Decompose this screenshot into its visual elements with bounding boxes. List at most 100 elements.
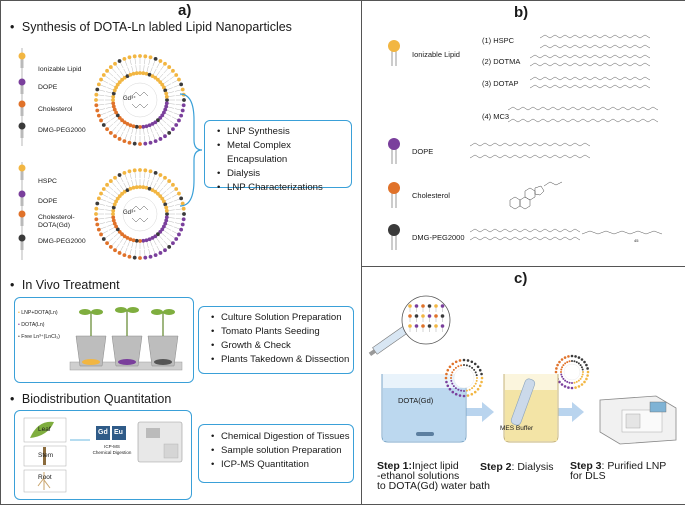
- lipid-head: [408, 324, 412, 328]
- ionizable-lipid-label: Ionizable Lipid: [412, 50, 460, 59]
- biodist-steps-box: Chemical Digestion of Tissues Sample sol…: [198, 424, 354, 483]
- synthesis-step: LNP Synthesis: [217, 125, 351, 139]
- lipid-head: [434, 304, 438, 308]
- cholesterol-dota-lipid-icon: [18, 210, 26, 226]
- np2-legend-hspc: HSPC: [38, 178, 57, 185]
- dope-label: DOPE: [412, 147, 434, 156]
- bracket-connector: [180, 93, 202, 207]
- step1-caption: Step 1:Inject lipid -ethanol solutions t…: [377, 460, 491, 492]
- beaker1-label: DOTA(Gd): [398, 396, 434, 405]
- icpms-caption-line: Chemical Digestion: [92, 450, 132, 455]
- invivo-steps-box: Culture Solution Preparation Tomato Plan…: [198, 306, 354, 374]
- lipid-head: [434, 314, 438, 318]
- biodist-step: ICP-MS Quantitation: [211, 458, 353, 472]
- lipid-head: [414, 304, 419, 308]
- invivo-step: Culture Solution Preparation: [211, 311, 353, 325]
- peg-label: DMG-PEG2000: [412, 233, 465, 242]
- synthesis-step: LNP Characterizations: [217, 181, 351, 195]
- ionizable-option-hspc: (1) HSPC: [482, 36, 515, 45]
- lnp-process-illustration: [368, 295, 677, 445]
- bullet: •: [10, 278, 15, 292]
- section-biodist-title: • Biodistribution Quantitation: [10, 392, 171, 406]
- lipid-head: [440, 314, 445, 318]
- lipid-head: [421, 314, 425, 318]
- dope-lipid-icon: [18, 78, 26, 94]
- biodist-step: Chemical Digestion of Tissues: [211, 430, 353, 444]
- plant-pots-illustration: [69, 307, 183, 371]
- lipid-head: [427, 314, 432, 318]
- step1-text: Inject lipid -ethanol solutions to DOTA(…: [377, 460, 491, 492]
- lipid-bilayer-ring: [94, 168, 186, 260]
- section-title: Biodistribution Quantitation: [21, 392, 172, 406]
- lipid-head: [408, 314, 412, 318]
- panel-a-label: a): [178, 2, 192, 19]
- hspc-lipid-icon: [18, 164, 26, 180]
- cholesterol-lipid-icon: [18, 100, 26, 116]
- element-tile-eu: Eu: [114, 429, 123, 436]
- dope-lipid-icon: [388, 138, 400, 164]
- panel-b-label: b): [514, 4, 529, 21]
- ionizable-option-dotap: (3) DOTAP: [482, 79, 519, 88]
- section-title: Synthesis of DOTA-Ln labled Lipid Nanopa…: [21, 20, 292, 34]
- nanoparticle-2: [18, 162, 186, 260]
- treatment-legend-item: LNP+DOTA(Ln): [21, 310, 58, 316]
- treatment-legend-item: DOTA(Ln): [21, 322, 45, 328]
- ionizable-lipid-icon: [18, 52, 26, 68]
- dope-lipid-icon: [18, 190, 26, 206]
- synthesis-step: Dialysis: [217, 167, 351, 181]
- lipid-head: [427, 304, 432, 308]
- treatment-legend-item: Free Ln³⁺(LnCl₃): [21, 334, 60, 340]
- nanoparticle-1: [18, 48, 186, 146]
- icpms-caption-line: ICP-MS: [104, 444, 120, 449]
- np2-legend-chol-dota: Cholesterol- DOTA(Gd): [38, 214, 75, 229]
- lipid-head: [408, 304, 412, 308]
- panel-c-label: c): [514, 270, 528, 287]
- treatment-legend: • LNP+DOTA(Ln) • DOTA(Ln) • Free Ln³⁺(Ln…: [18, 310, 60, 340]
- synthesis-steps-box: LNP Synthesis Metal Complex Encapsulatio…: [204, 120, 352, 195]
- section-synthesis-title: • Synthesis of DOTA-Ln labled Lipid Nano…: [10, 20, 292, 34]
- np2-center-label: Gd³⁺: [123, 210, 137, 216]
- cholesterol-label: Cholesterol: [412, 191, 450, 200]
- np1-legend-cholesterol: Cholesterol: [38, 106, 73, 113]
- step1-bold: Step 1:: [377, 460, 413, 472]
- np2-legend-peg: DMG-PEG2000: [38, 238, 86, 245]
- step3-text: : Purified LNP for DLS: [570, 460, 667, 482]
- np2-legend-dope: DOPE: [38, 198, 58, 205]
- lipid-head: [434, 324, 438, 328]
- step2-bold: Step 2: [480, 461, 512, 473]
- beaker2-label: MES Buffer: [500, 425, 534, 432]
- chemical-structures: [470, 34, 663, 241]
- synthesis-step: Metal Complex Encapsulation: [217, 139, 351, 167]
- ionizable-option-dotma: (2) DOTMA: [482, 57, 521, 66]
- invivo-step: Plants Takedown & Dissection: [211, 353, 353, 367]
- peg-subscript: 45: [634, 238, 639, 243]
- bullet: •: [10, 392, 15, 406]
- tissue-label-root: Root: [38, 474, 52, 481]
- invivo-step: Tomato Plants Seeding: [211, 325, 353, 339]
- tissue-label-stem: Stem: [38, 452, 54, 459]
- lipid-head: [421, 324, 425, 328]
- step2-text: : Dialysis: [511, 461, 554, 473]
- tissue-icpms-illustration: [23, 417, 183, 493]
- np1-legend-dope: DOPE: [38, 84, 58, 91]
- lipid-head: [421, 304, 425, 308]
- bullet: •: [10, 20, 15, 34]
- peg-lipid-icon: [18, 234, 26, 250]
- peg-lipid-icon: [18, 122, 26, 138]
- lipid-head: [427, 324, 432, 328]
- lipid-head: [440, 324, 445, 328]
- np1-legend-peg: DMG-PEG2000: [38, 127, 86, 134]
- section-invivo-title: • In Vivo Treatment: [10, 278, 120, 292]
- element-tile-gd: Gd: [98, 429, 108, 436]
- lipid-head: [414, 324, 419, 328]
- np1-center-label: Gd³⁺: [123, 96, 137, 102]
- step3-bold: Step 3: [570, 460, 602, 472]
- lipid-head: [440, 304, 445, 308]
- step2-caption: Step 2: Dialysis: [480, 461, 554, 473]
- step3-caption: Step 3: Purified LNP for DLS: [570, 460, 667, 482]
- np1-legend-ionizable: Ionizable Lipid: [38, 66, 82, 73]
- ionizable-lipid-icon: [388, 40, 400, 66]
- cholesterol-lipid-icon: [388, 182, 400, 208]
- tissue-label-leaf: Leaf: [38, 426, 51, 433]
- lnp-ring: [444, 358, 484, 398]
